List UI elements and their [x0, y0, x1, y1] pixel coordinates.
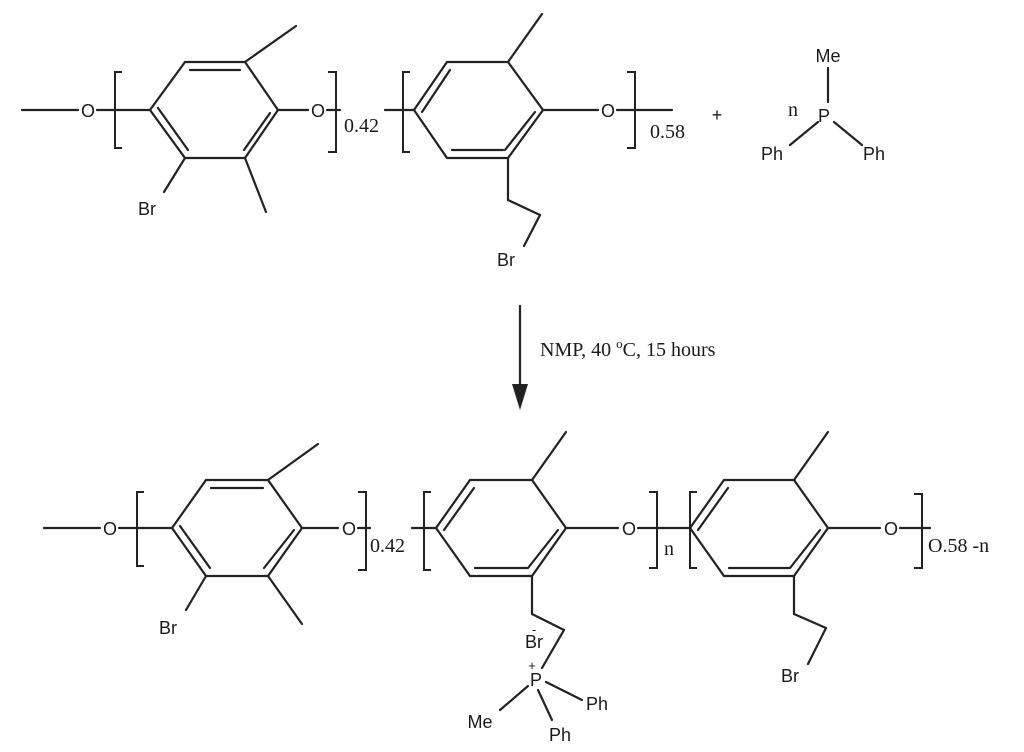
phosphine-methyl: Me — [815, 46, 840, 66]
product-ring-2 — [434, 430, 568, 670]
phosphine-phenyl-left: Ph — [761, 144, 783, 164]
product-benzyl-br: Br — [781, 666, 799, 686]
product-p-methyl: Me — [467, 712, 492, 732]
reactant-ether-o-mid: O — [311, 101, 325, 121]
product-p-charge: + — [528, 658, 536, 673]
product-subscript-b: n — [664, 538, 674, 560]
plus-sign: + — [712, 105, 723, 125]
product-polymer: O Br O 0.42 — [42, 430, 989, 745]
product-ring-1 — [170, 442, 320, 626]
product-counter-charge: - — [532, 622, 536, 637]
reactant-ether-o-right: O — [601, 101, 615, 121]
phosphine-phenyl-right: Ph — [863, 144, 885, 164]
product-counter-ion: Br — [525, 632, 543, 652]
reactant-subscript-b: 0.58 — [650, 121, 685, 143]
product-p-phenyl-1: Ph — [586, 694, 608, 714]
product-bracket-c-right — [914, 493, 923, 569]
product-bracket-b-right — [649, 491, 658, 569]
bracket-b-right — [627, 71, 636, 149]
product-ring-br: Br — [159, 618, 177, 638]
reactant-benzyl-br: Br — [497, 250, 515, 270]
product-p-phenyl-2: Ph — [549, 725, 571, 745]
reactant-subscript-a: 0.42 — [344, 115, 379, 137]
product-bracket-a-left — [136, 491, 144, 567]
product-ring-3 — [688, 430, 830, 666]
product-ether-o-1: O — [103, 519, 117, 539]
phosphine-coefficient: n — [788, 99, 798, 121]
phosphine-atom: P — [818, 106, 830, 126]
reaction-conditions: NMP, 40 oC, 15 hours — [540, 336, 716, 361]
product-bracket-c-left — [689, 491, 697, 569]
bracket-a-right — [328, 71, 337, 153]
reactant-ring-br: Br — [138, 199, 156, 219]
reactant-ether-o-left: O — [81, 101, 95, 121]
phosphine-reagent: Me n P Ph Ph — [761, 46, 885, 164]
product-ether-o-3: O — [622, 519, 636, 539]
bracket-b-left — [402, 71, 410, 153]
product-subscript-c: O.58 -n — [928, 535, 989, 557]
reactant-ring-2 — [412, 12, 545, 248]
bracket-a-left — [114, 71, 122, 149]
product-phosphonium: P — [530, 670, 542, 690]
reaction-arrow — [512, 304, 528, 410]
reactant-ring-1 — [148, 24, 298, 214]
product-bracket-b-left — [423, 491, 431, 571]
product-bracket-a-right — [358, 491, 367, 571]
product-ether-o-4: O — [884, 519, 898, 539]
product-subscript-a: 0.42 — [370, 535, 405, 557]
reactant-polymer: O Br O 0.42 — [20, 12, 685, 270]
product-ether-o-2: O — [342, 519, 356, 539]
